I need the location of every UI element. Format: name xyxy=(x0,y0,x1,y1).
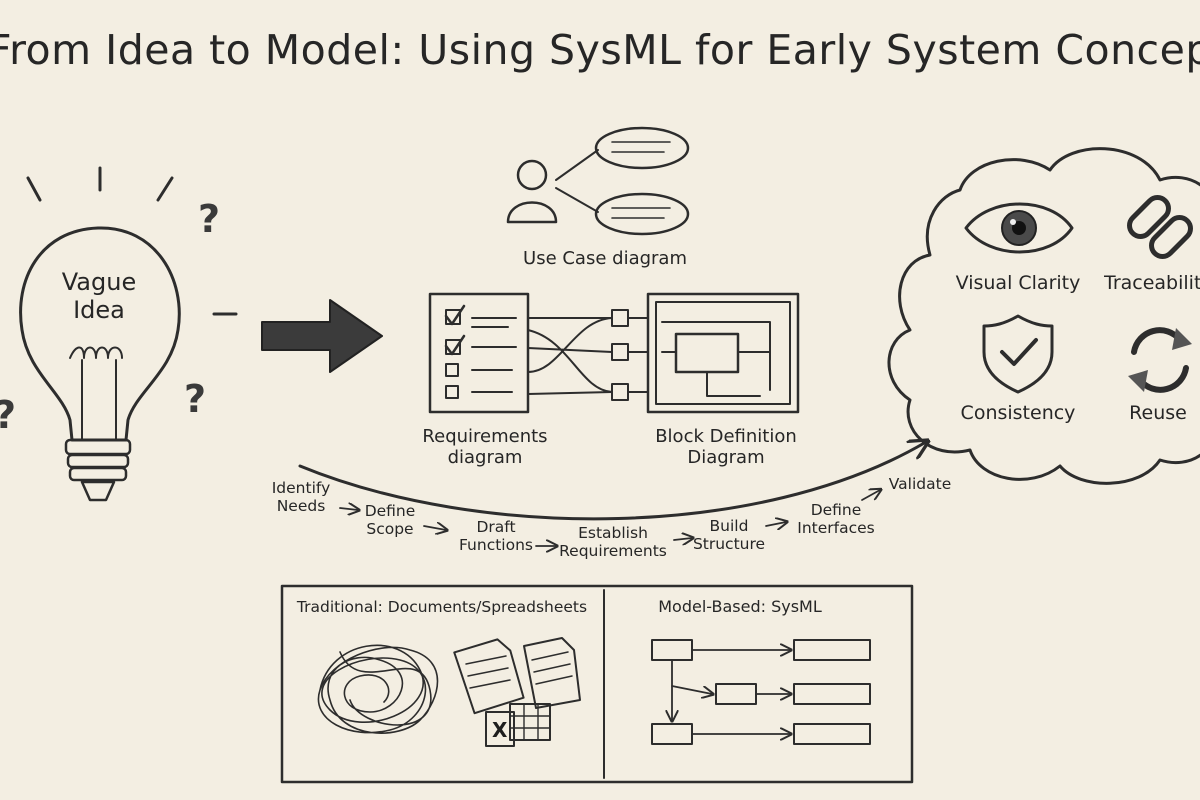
step-validate: Validate xyxy=(888,475,952,493)
benefit-consistency: Consistency xyxy=(960,402,1076,424)
block-definition-diagram xyxy=(646,292,800,414)
idea-label-line1: Vague xyxy=(61,268,137,296)
block-definition-label: Block Definition Diagram xyxy=(636,426,816,468)
lightbulb-icon xyxy=(19,166,238,502)
idea-label: Vague Idea xyxy=(54,268,144,325)
benefit-reuse: Reuse xyxy=(1129,402,1187,424)
model-based-diagram xyxy=(651,639,871,745)
comparison-panel xyxy=(280,584,914,784)
recycle-arrows-icon xyxy=(1128,327,1192,393)
requirements-diagram xyxy=(428,292,530,414)
page-title: From Idea to Model: Using SysML for Earl… xyxy=(0,26,1200,74)
spreadsheet-icon: X xyxy=(485,703,551,747)
idea-label-line2: Idea xyxy=(73,296,125,325)
block-definition-label-line2: Diagram xyxy=(687,447,765,469)
curved-process-arrow xyxy=(298,442,926,521)
benefits-cloud xyxy=(887,147,1200,485)
scribble-mess xyxy=(317,644,439,734)
block-definition-label-line1: Block Definition xyxy=(655,426,797,447)
requirements-label-line1: Requirements xyxy=(422,426,548,447)
step-arrows xyxy=(339,490,880,546)
requirements-label-line2: diagram xyxy=(447,447,523,469)
eye-icon xyxy=(964,202,1074,254)
use-case-diagram xyxy=(506,126,690,236)
shield-check-icon xyxy=(982,314,1054,394)
big-arrow-icon xyxy=(261,299,383,373)
spreadsheet-letter: X xyxy=(492,718,508,742)
question-mark: ? xyxy=(0,393,16,437)
use-case-label: Use Case diagram xyxy=(523,248,687,269)
traditional-header: Traditional: Documents/Spreadsheets xyxy=(296,598,588,616)
question-mark: ? xyxy=(184,377,206,421)
chain-link-icon xyxy=(1127,195,1193,259)
trace-connectors xyxy=(527,309,649,401)
benefit-traceability: Traceability xyxy=(1104,272,1200,294)
question-mark: ? xyxy=(198,197,220,241)
model-based-header: Model-Based: SysML xyxy=(658,597,822,616)
benefit-visual-clarity: Visual Clarity xyxy=(955,272,1081,294)
document-pages-icon xyxy=(453,637,581,715)
requirements-label: Requirements diagram xyxy=(410,426,560,468)
